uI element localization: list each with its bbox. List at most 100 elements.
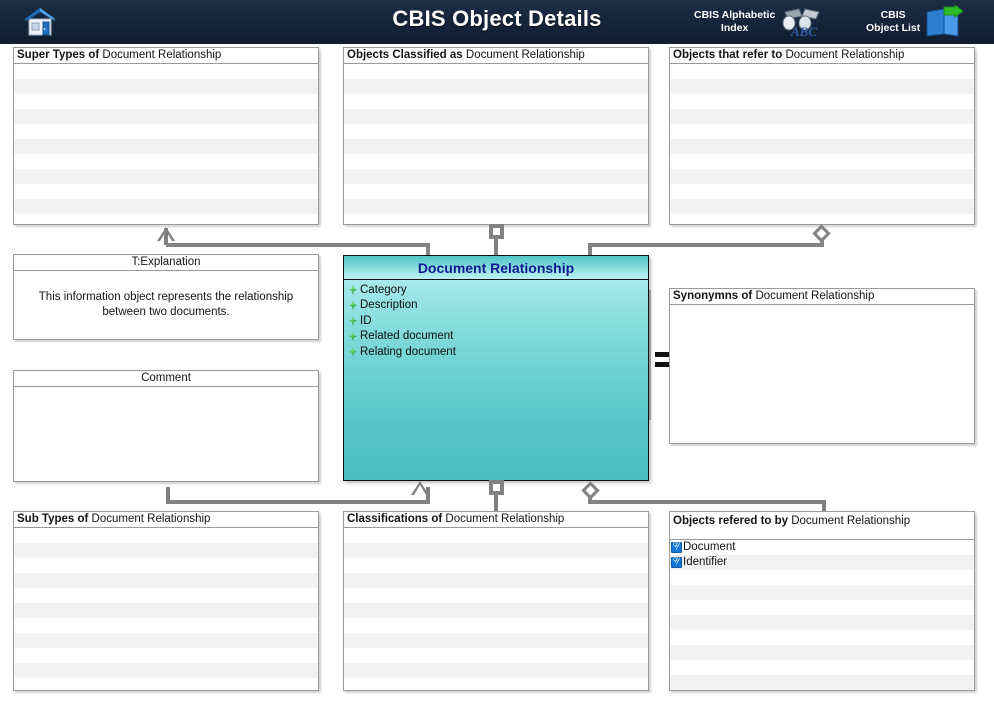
panel-objects-classified-as[interactable]: Objects Classified as Document Relations…	[343, 47, 649, 225]
panel-synonymns[interactable]: Synonymns of Document Relationship	[669, 288, 975, 444]
list-item[interactable]	[14, 543, 318, 558]
list-item[interactable]	[14, 633, 318, 648]
list-item[interactable]	[344, 79, 648, 94]
list-item[interactable]	[670, 124, 974, 139]
list-item[interactable]	[14, 214, 318, 224]
list-item[interactable]	[344, 588, 648, 603]
object-attribute[interactable]: Relating document	[348, 344, 648, 360]
panel-comment[interactable]: Comment	[13, 370, 319, 482]
list-item[interactable]	[344, 109, 648, 124]
list-item[interactable]	[14, 94, 318, 109]
list-item[interactable]	[344, 573, 648, 588]
list-item[interactable]	[670, 154, 974, 169]
list-item[interactable]: Document	[670, 540, 974, 555]
list-item[interactable]	[14, 558, 318, 573]
object-attribute[interactable]: ID	[348, 313, 648, 329]
panel-explanation[interactable]: T:Explanation This information object re…	[13, 254, 319, 340]
list-item[interactable]	[344, 199, 648, 214]
panel-sub-types-body[interactable]	[14, 528, 318, 690]
list-item[interactable]	[14, 618, 318, 633]
panel-classifications-body[interactable]	[344, 528, 648, 690]
list-item[interactable]	[344, 543, 648, 558]
list-item[interactable]	[344, 618, 648, 633]
list-item[interactable]	[670, 109, 974, 124]
sub-types-list[interactable]	[14, 528, 318, 690]
refer-to-list[interactable]	[670, 64, 974, 224]
list-item[interactable]	[344, 603, 648, 618]
cbis-alphabetic-index-link[interactable]: CBIS Alphabetic Index ABC	[694, 3, 825, 41]
list-item[interactable]	[14, 109, 318, 124]
page-title: CBIS Object Details	[392, 6, 602, 31]
list-item[interactable]	[14, 573, 318, 588]
classified-as-list[interactable]	[344, 64, 648, 224]
list-item[interactable]	[670, 660, 974, 675]
list-item[interactable]	[14, 663, 318, 678]
super-types-list[interactable]	[14, 64, 318, 224]
panel-classifications[interactable]: Classifications of Document Relationship	[343, 511, 649, 691]
list-item[interactable]	[344, 678, 648, 690]
panel-objects-refered-to-by[interactable]: Objects refered to by Document Relations…	[669, 511, 975, 691]
list-item[interactable]	[670, 675, 974, 690]
list-item[interactable]	[344, 648, 648, 663]
list-item[interactable]	[344, 124, 648, 139]
list-item[interactable]	[344, 184, 648, 199]
panel-objects-that-refer-to[interactable]: Objects that refer to Document Relations…	[669, 47, 975, 225]
list-item[interactable]	[670, 94, 974, 109]
list-item[interactable]	[344, 633, 648, 648]
list-item[interactable]	[344, 64, 648, 79]
panel-super-types[interactable]: Super Types of Document Relationship	[13, 47, 319, 225]
list-item[interactable]	[670, 79, 974, 94]
list-item[interactable]	[14, 588, 318, 603]
list-item[interactable]	[14, 169, 318, 184]
list-item[interactable]	[14, 199, 318, 214]
object-attribute[interactable]: Related document	[348, 329, 648, 345]
object-attribute[interactable]: Description	[348, 298, 648, 314]
list-item[interactable]	[670, 139, 974, 154]
list-item[interactable]	[344, 154, 648, 169]
list-item[interactable]	[670, 615, 974, 630]
list-item[interactable]	[670, 630, 974, 645]
list-item[interactable]	[670, 645, 974, 660]
list-item[interactable]	[344, 528, 648, 543]
home-button[interactable]	[22, 5, 58, 39]
list-item[interactable]	[670, 64, 974, 79]
panel-super-types-body[interactable]	[14, 64, 318, 224]
panel-comment-body[interactable]	[14, 387, 318, 481]
list-item[interactable]	[14, 603, 318, 618]
list-item[interactable]	[670, 570, 974, 585]
list-item[interactable]	[14, 678, 318, 690]
list-item[interactable]	[14, 184, 318, 199]
list-item[interactable]	[14, 139, 318, 154]
list-item[interactable]	[670, 184, 974, 199]
list-item[interactable]	[670, 214, 974, 224]
panel-objects-that-refer-to-body[interactable]	[670, 64, 974, 224]
list-item[interactable]	[670, 600, 974, 615]
cbis-object-list-link[interactable]: CBIS Object List	[866, 3, 965, 41]
panel-objects-classified-as-body[interactable]	[344, 64, 648, 224]
list-item[interactable]	[14, 79, 318, 94]
refered-to-by-list[interactable]: Document Identifier	[670, 540, 974, 690]
list-item[interactable]	[344, 558, 648, 573]
classifications-list[interactable]	[344, 528, 648, 690]
list-item[interactable]	[14, 124, 318, 139]
list-item[interactable]	[344, 139, 648, 154]
list-item[interactable]	[670, 199, 974, 214]
list-item[interactable]: Identifier	[670, 555, 974, 570]
list-item[interactable]	[344, 94, 648, 109]
list-item[interactable]	[670, 169, 974, 184]
list-item[interactable]	[344, 169, 648, 184]
panel-sub-types[interactable]: Sub Types of Document Relationship	[13, 511, 319, 691]
object-attribute-list[interactable]: Category Description ID Related document…	[344, 280, 648, 360]
list-item[interactable]	[14, 154, 318, 169]
list-item[interactable]	[14, 528, 318, 543]
panel-explanation-body[interactable]: This information object represents the r…	[14, 271, 318, 339]
object-attribute[interactable]: Category	[348, 282, 648, 298]
list-item[interactable]	[344, 663, 648, 678]
connector-subtype-horizontal	[166, 500, 430, 504]
panel-synonymns-body[interactable]	[670, 305, 974, 443]
panel-objects-refered-to-by-body[interactable]: Document Identifier	[670, 540, 974, 690]
list-item[interactable]	[14, 64, 318, 79]
list-item[interactable]	[670, 585, 974, 600]
list-item[interactable]	[14, 648, 318, 663]
object-detail-box[interactable]: Document Relationship Category Descripti…	[343, 255, 649, 481]
